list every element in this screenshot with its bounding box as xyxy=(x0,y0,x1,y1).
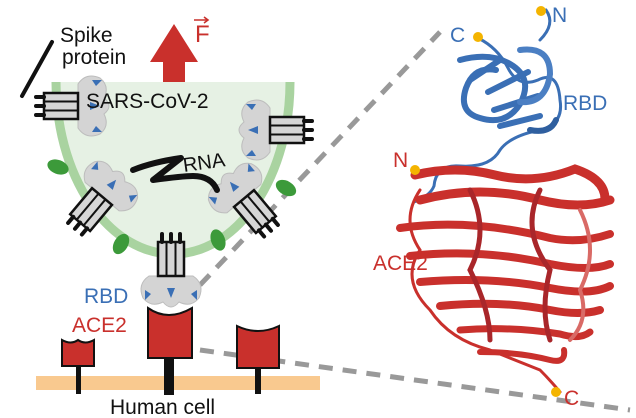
ace2-n-terminus-label: N xyxy=(393,149,408,172)
ace2-c-terminus-label: C xyxy=(564,387,579,410)
spike-protein-label: Spike xyxy=(60,24,113,47)
ace2-receptor-small xyxy=(61,338,95,394)
envelope-proteins xyxy=(47,159,297,255)
force-arrow xyxy=(150,24,198,82)
ace2-n-terminus-dot xyxy=(410,165,420,175)
force-vector-arrow-icon xyxy=(194,16,210,24)
ace2-receptor-right xyxy=(236,324,280,394)
rbd-c-terminus-label: C xyxy=(450,24,465,47)
rbd-label-right: RBD xyxy=(563,92,607,115)
ace2-c-terminus-dot xyxy=(551,387,561,397)
human-cell-label: Human cell xyxy=(110,396,215,418)
rbd-n-terminus-dot xyxy=(536,6,546,16)
spike-protein-label-2: protein xyxy=(62,46,126,69)
force-label: F xyxy=(195,21,210,48)
ace2-structure xyxy=(396,164,615,394)
rbd-c-terminus-dot xyxy=(473,32,483,42)
ace2-receptor-bound xyxy=(147,306,193,395)
zoom-line-upper xyxy=(198,30,442,287)
ace2-label-right: ACE2 xyxy=(373,252,428,275)
virus-label: SARS-CoV-2 xyxy=(86,90,209,113)
rna-squiggle xyxy=(130,155,220,193)
cell-membrane xyxy=(36,376,320,390)
ace2-label-left: ACE2 xyxy=(72,314,127,337)
rbd-n-terminus-label: N xyxy=(552,4,567,27)
spike-pointer-line xyxy=(20,40,54,98)
rbd-label-left: RBD xyxy=(84,285,128,308)
